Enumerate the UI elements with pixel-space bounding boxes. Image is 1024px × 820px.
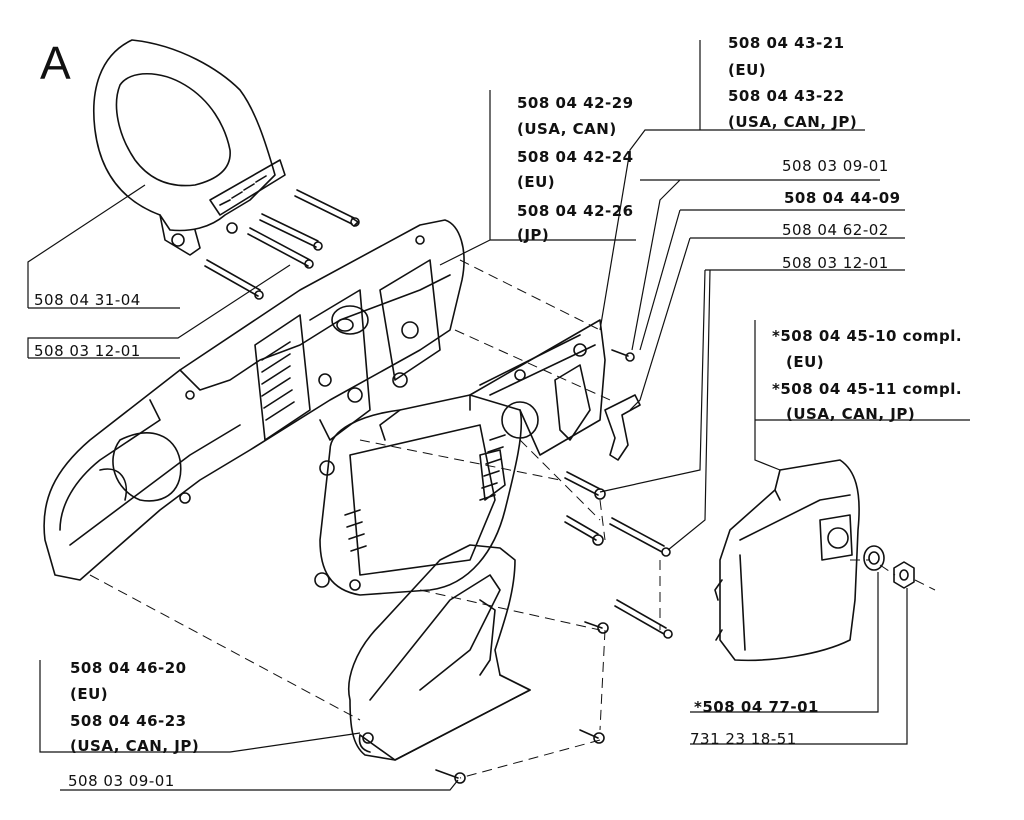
- washer-nut: [863, 545, 915, 589]
- label-sprocket-cover-eu-number: *508 04 45-10 compl.: [772, 327, 963, 345]
- section-letter: A: [40, 37, 71, 89]
- label-handle-screw: 508 03 12-01: [34, 342, 141, 360]
- spring-clip: [604, 394, 641, 461]
- label-housing-eu-number: 508 04 42-24: [517, 148, 634, 166]
- label-sprocket-cover-usa-number: *508 04 45-11 compl.: [772, 380, 963, 398]
- leader-lines: [27, 40, 970, 791]
- label-screw-bottom: 508 03 09-01: [68, 772, 175, 790]
- label-nut: 731 23 18-51: [690, 730, 797, 748]
- label-part-44-09: 508 04 44-09: [784, 189, 901, 207]
- label-guard-eu-region: (EU): [70, 685, 109, 703]
- label-housing-usa-can-region: (USA, CAN): [517, 120, 617, 138]
- label-motorcover-usa-number: 508 04 43-22: [728, 87, 845, 105]
- label-screw-right-2: 508 03 12-01: [782, 254, 889, 272]
- label-guard-usa-region: (USA, CAN, JP): [70, 737, 200, 755]
- label-washer: *508 04 77-01: [694, 698, 819, 716]
- alignment-lines: [89, 259, 936, 779]
- label-housing-eu-region: (EU): [517, 173, 556, 191]
- label-housing-usa-can-number: 508 04 42-29: [517, 94, 634, 112]
- lower-guard: [348, 544, 531, 761]
- label-screw-right-top: 508 03 09-01: [782, 157, 889, 175]
- right-screws: [435, 349, 673, 784]
- label-part-62-02: 508 04 62-02: [782, 221, 889, 239]
- label-motorcover-eu-region: (EU): [728, 61, 767, 79]
- label-guard-eu-number: 508 04 46-20: [70, 659, 187, 677]
- label-motorcover-eu-number: 508 04 43-21: [728, 34, 845, 52]
- label-housing-jp-number: 508 04 42-26: [517, 202, 634, 220]
- handle-screws: [204, 189, 360, 300]
- label-guard-usa-number: 508 04 46-23: [70, 712, 187, 730]
- label-sprocket-cover-usa-region: (USA, CAN, JP): [786, 405, 916, 423]
- front-handle: [93, 39, 286, 256]
- label-housing-jp-region: (JP): [517, 226, 550, 244]
- label-handle-part: 508 04 31-04: [34, 291, 141, 309]
- label-motorcover-usa-region: (USA, CAN, JP): [728, 113, 858, 131]
- motor-cover: [314, 319, 606, 596]
- sprocket-cover: [714, 459, 860, 662]
- label-sprocket-cover-eu-region: (EU): [786, 353, 825, 371]
- main-housing: [43, 219, 465, 581]
